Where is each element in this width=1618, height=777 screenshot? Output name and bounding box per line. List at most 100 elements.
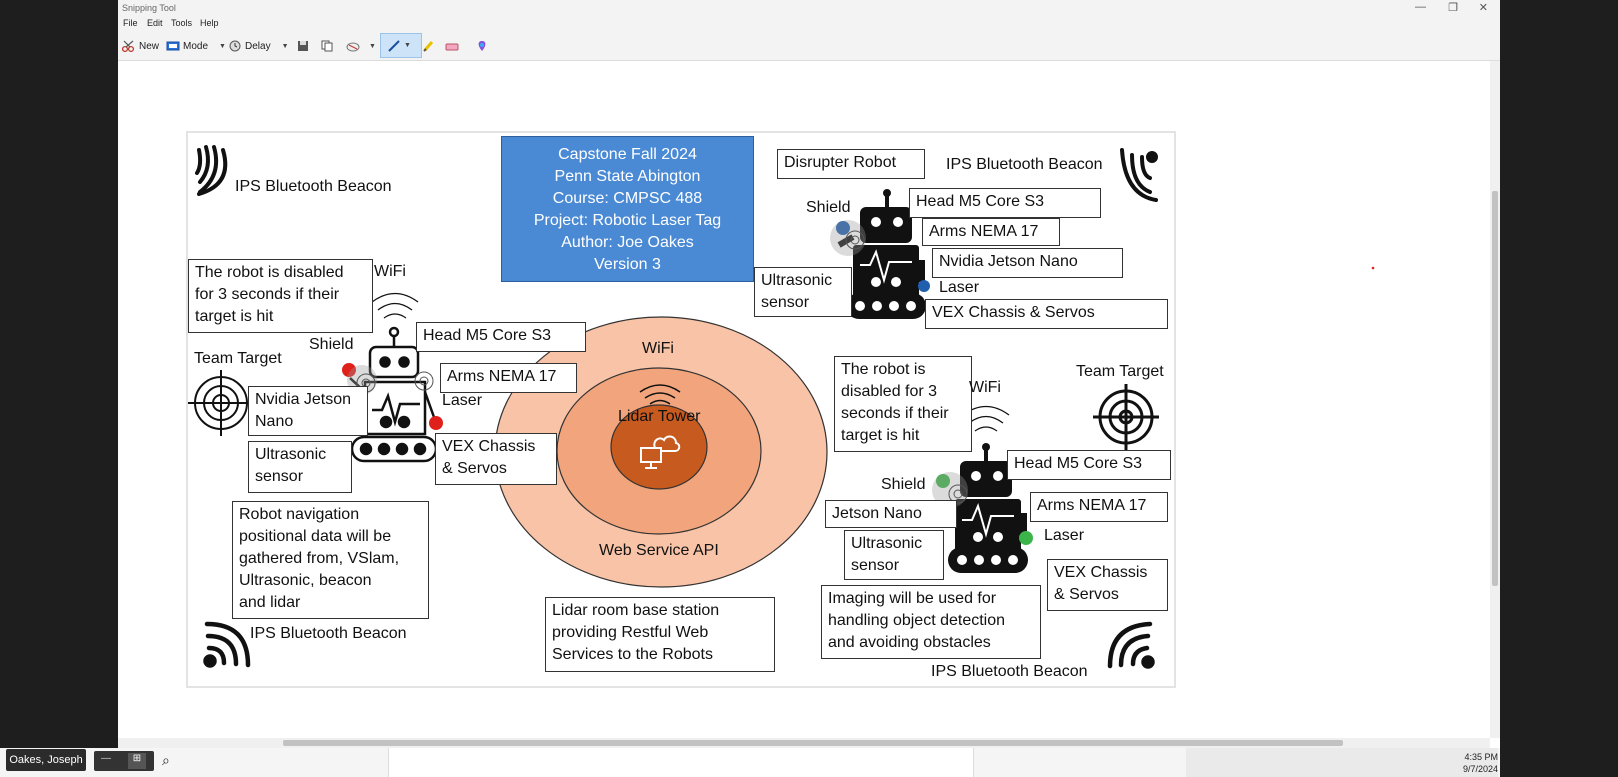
crosshair-icon xyxy=(845,230,865,250)
head-label: Head M5 Core S3 xyxy=(1007,450,1171,480)
save-icon xyxy=(298,41,308,51)
beacon-icon xyxy=(203,621,251,668)
system-clock[interactable]: 4:35 PM 9/7/2024 xyxy=(1463,751,1498,775)
stray-ink-dot xyxy=(1371,266,1375,270)
taskbar-edge xyxy=(1500,748,1618,777)
blue-laser-dot xyxy=(918,280,930,292)
right-robot xyxy=(948,443,1028,573)
nvidia-label: Nvidia Jetson Nano xyxy=(248,386,368,436)
pen-icon xyxy=(388,39,400,52)
red-laser-dot xyxy=(429,416,443,430)
title-bar: Snipping Tool — ❐ ✕ xyxy=(118,0,1500,17)
imaging-note: Imaging will be used for handling object… xyxy=(821,585,1041,659)
menu-tools[interactable]: Tools xyxy=(171,18,193,28)
beacon-label-bottom-left: IPS Bluetooth Beacon xyxy=(250,625,407,642)
mode-label: Mode xyxy=(183,40,209,52)
red-shield-dot xyxy=(342,363,356,377)
taskbar xyxy=(0,748,1618,777)
team-target-label: Team Target xyxy=(1076,363,1164,380)
wifi-label: WiFi xyxy=(969,379,1001,396)
clock-time: 4:35 PM xyxy=(1464,752,1498,762)
head-label: Head M5 Core S3 xyxy=(416,322,586,352)
beacon-label-bottom-right: IPS Bluetooth Beacon xyxy=(931,663,1088,680)
windows-start-icon[interactable]: ⊞ xyxy=(128,753,146,769)
ultrasonic-label: Ultrasonic sensor xyxy=(754,267,852,317)
project-title-box: Capstone Fall 2024 Penn State Abington C… xyxy=(501,136,754,282)
send-button[interactable]: ▼ xyxy=(346,37,376,55)
taskbar-app-area[interactable] xyxy=(388,748,974,777)
highlighter-icon xyxy=(423,41,434,52)
taskbar-tray-area[interactable] xyxy=(1186,748,1498,777)
shield-label: Shield xyxy=(806,199,851,216)
wifi-label: WiFi xyxy=(374,263,406,280)
vertical-scroll-thumb[interactable] xyxy=(1492,191,1498,586)
pen-button[interactable]: ▼ xyxy=(380,33,422,58)
new-label: New xyxy=(139,40,160,52)
clock-date: 9/7/2024 xyxy=(1462,764,1498,774)
wifi-icon xyxy=(639,384,681,405)
wifi-icon xyxy=(371,292,419,319)
send-dropdown-arrow-icon[interactable]: ▼ xyxy=(369,42,376,50)
title-line: Capstone Fall 2024 xyxy=(558,146,697,163)
save-button[interactable] xyxy=(296,37,310,55)
send-snip-icon xyxy=(346,42,360,52)
menu-edit[interactable]: Edit xyxy=(147,18,163,28)
delay-label: Delay xyxy=(245,40,271,52)
team-target-label: Team Target xyxy=(194,350,282,367)
meeting-controls[interactable]: — ⊞ xyxy=(94,751,154,771)
copy-button[interactable] xyxy=(320,37,334,55)
left-robot xyxy=(349,326,438,463)
eraser-button[interactable] xyxy=(445,37,459,55)
arms-label: Arms NEMA 17 xyxy=(440,363,577,393)
clock-icon xyxy=(229,40,241,52)
disabled-note-left: The robot is disabled for 3 seconds if t… xyxy=(188,259,373,333)
mode-dropdown-arrow-icon[interactable]: ▼ xyxy=(219,42,226,50)
disrupter-robot xyxy=(837,189,926,319)
rectangle-mode-icon xyxy=(166,41,180,51)
navigation-note: Robot navigation positional data will be… xyxy=(232,501,429,619)
paint-3d-button[interactable] xyxy=(475,37,489,55)
copy-icon xyxy=(321,40,333,52)
close-button[interactable]: ✕ xyxy=(1478,2,1488,14)
menu-help[interactable]: Help xyxy=(200,18,219,28)
crosshair-icon xyxy=(948,484,968,504)
search-icon[interactable]: ⌕ xyxy=(162,752,170,768)
arms-label: Arms NEMA 17 xyxy=(1030,492,1168,522)
shield-disc xyxy=(830,220,866,256)
minimize-meeting-icon[interactable]: — xyxy=(101,753,111,764)
title-line: Project: Robotic Laser Tag xyxy=(533,212,722,229)
pen-dropdown-arrow-icon[interactable]: ▼ xyxy=(404,42,411,49)
wifi-label: WiFi xyxy=(642,340,674,357)
beacon-icon xyxy=(1120,148,1158,202)
delay-button[interactable]: Delay ▼ xyxy=(228,37,289,55)
horizontal-scrollbar[interactable] xyxy=(118,738,1490,748)
jetson-label: Jetson Nano xyxy=(825,500,957,528)
vex-label: VEX Chassis & Servos xyxy=(435,433,557,485)
cloud-computer-icon xyxy=(640,435,681,469)
ultrasonic-label: Ultrasonic sensor xyxy=(248,441,352,493)
paint-3d-icon xyxy=(478,41,486,51)
horizontal-scroll-thumb[interactable] xyxy=(283,740,1343,746)
eraser-icon xyxy=(445,43,459,51)
toolbar: New Mode ▼ Delay ▼ ▼ ▼ xyxy=(118,30,1500,61)
green-laser-dot xyxy=(1019,531,1033,545)
vertical-scrollbar[interactable] xyxy=(1490,61,1500,738)
mode-button[interactable]: Mode ▼ xyxy=(166,37,226,55)
restore-button[interactable]: ❐ xyxy=(1448,2,1458,14)
minimize-button[interactable]: — xyxy=(1415,1,1426,13)
title-line: Course: CMPSC 488 xyxy=(552,190,703,207)
new-button[interactable]: New xyxy=(122,37,159,55)
delay-dropdown-arrow-icon[interactable]: ▼ xyxy=(281,42,289,50)
disabled-note-right: The robot is disabled for 3 seconds if t… xyxy=(834,356,972,452)
menu-file[interactable]: File xyxy=(123,18,138,28)
highlighter-button[interactable] xyxy=(422,37,436,55)
head-label: Head M5 Core S3 xyxy=(909,188,1101,218)
title-line: Author: Joe Oakes xyxy=(561,234,694,251)
menu-bar: File Edit Tools Help xyxy=(118,17,1500,30)
beacon-icon xyxy=(195,145,228,196)
ultrasonic-label: Ultrasonic sensor xyxy=(844,530,944,580)
green-shield-dot xyxy=(936,474,950,488)
beacon-label-top-left: IPS Bluetooth Beacon xyxy=(235,178,392,195)
user-name-badge: Oakes, Joseph xyxy=(6,749,86,771)
